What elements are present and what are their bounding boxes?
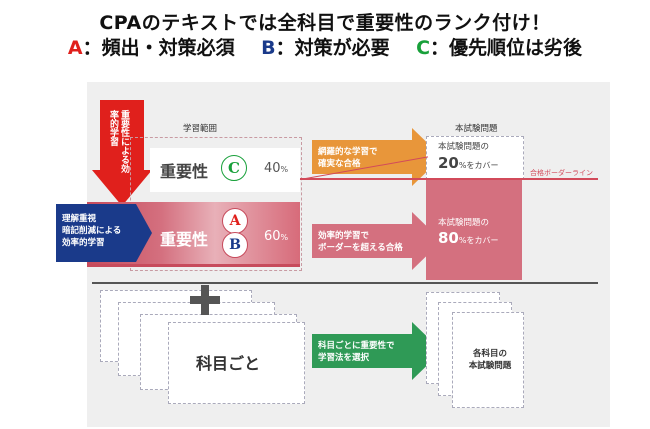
exam-card-front <box>452 312 524 408</box>
green-arrow <box>312 322 442 380</box>
rank-b-text: ：対策が必要 <box>275 37 390 59</box>
exam-mid-cover: 80%をカバー <box>438 228 498 247</box>
rank-a-text: ：頻出・対策必須 <box>82 37 235 59</box>
band-underline <box>87 264 300 267</box>
red-down-label: 重要性による効率的学習 <box>108 110 129 173</box>
low-percent: 40% <box>264 161 288 176</box>
orange-arrow-label: 網羅的な学習で 確実な合格 <box>318 147 378 169</box>
border-line-label: 合格ボーダーライン <box>530 169 593 177</box>
section-divider <box>92 282 598 284</box>
low-pct-value: 40 <box>264 161 281 176</box>
pink-arrow <box>312 212 442 270</box>
subject-label: 科目ごと <box>196 354 261 373</box>
exam-mid-suffix: %をカバー <box>458 236 499 245</box>
exam-label: 本試験問題 <box>455 124 498 134</box>
exam-top-suffix: %をカバー <box>458 161 499 170</box>
low-pct-unit: % <box>280 165 289 174</box>
pink-arrow-label: 効率的学習で ボーダーを超える合格 <box>318 231 403 253</box>
navy-label: 理解重視 暗記削減による 効率的学習 <box>62 214 122 248</box>
exam-bottom-label: 各科目の 本試験問題 <box>468 349 512 371</box>
high-title: 重要性 <box>160 230 209 249</box>
page-title: CPAのテキストでは全科目で重要性のランク付け！ <box>99 12 551 34</box>
scope-label: 学習範囲 <box>183 124 218 134</box>
rank-b-letter: B <box>261 37 276 59</box>
legend-line: A：頻出・対策必須 B：対策が必要 C：優先順位は劣後 <box>0 33 650 60</box>
high-pct-value: 60 <box>264 229 281 244</box>
high-percent: 60% <box>264 229 288 244</box>
rank-c-letter: C <box>416 37 431 59</box>
high-pct-unit: % <box>280 233 289 242</box>
rank-a-badge: A <box>222 208 248 234</box>
subject-card-front <box>168 322 305 404</box>
exam-top-cover: 20%をカバー <box>438 153 498 172</box>
red-down-arrow <box>92 100 152 206</box>
exam-top-pct: 20 <box>438 154 459 172</box>
rank-c-text: ：優先順位は劣後 <box>430 37 583 59</box>
rank-a-letter: A <box>67 37 83 59</box>
plus-icon-vertical <box>201 285 209 315</box>
exam-mid-pct: 80 <box>438 229 459 247</box>
rank-c-badge: C <box>221 155 247 181</box>
exam-mid-text: 本試験問題の <box>438 218 490 228</box>
low-title: 重要性 <box>160 162 209 181</box>
border-line <box>300 178 598 180</box>
rank-b-badge: B <box>222 232 248 258</box>
exam-top-text: 本試験問題の <box>438 142 490 152</box>
navy-arrow <box>56 204 152 262</box>
green-arrow-label: 科目ごとに重要性で 学習法を選択 <box>318 341 395 363</box>
exam-mid-box <box>426 180 522 280</box>
